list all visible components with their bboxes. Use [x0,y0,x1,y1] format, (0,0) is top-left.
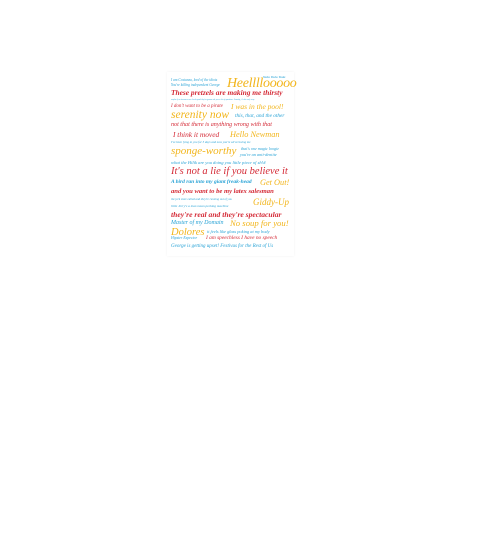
quote-glass-poking: it feels like glass poking at my body [207,229,270,234]
quote-dolores: Dolores [171,227,205,238]
quote-lying-three-days: I've been lying to you for 3 days and no… [171,140,251,144]
quote-nothing-wrong: not that there is anything wrong with th… [171,122,272,128]
quote-giddy-up: Giddy-Up [253,197,289,207]
quote-jerk-store: the jerk store called and they're runnin… [171,197,232,201]
quote-pecking-machine: little Jerry's a lean mean pecking machi… [171,204,229,208]
quote-serenity-now: serenity now [171,109,230,121]
quote-giant-freak-head: A bird ran into my giant freak-head [171,179,252,185]
quote-this-that-other: this, that, and the other [235,113,285,119]
quote-pretzels: These pretzels are making me thirsty [171,88,283,97]
quote-festivus: George is getting upset! Festivus for th… [171,244,274,249]
quote-magic-loogie: that's one magic loogie [241,146,280,151]
quote-master-domain: Master of my Domain [171,220,224,226]
quote-sponge-worthy: sponge-worthy [171,145,237,157]
quote-it-moved: I think it moved [173,130,220,139]
quote-not-a-lie: It's not a lie if you believe it [171,166,288,177]
quote-hello-newman: Hello Newman [230,130,280,139]
quote-pool: I was in the pool! [231,102,284,111]
quote-hello: Heellllooooo [227,76,297,91]
quote-pirate: I don't want to be a pirate [171,104,223,109]
quote-get-out: Get Out! [260,178,290,187]
quote-anti-dentite: you're an anti-dentite [240,152,277,157]
quote-hipster-expector: Hipster Expector [171,236,198,240]
quote-lord-of-idiots: I am Costanza, lord of the idiots [171,78,218,82]
quote-clock-speed: maybe if we increase our clock speed the… [171,99,255,101]
quote-independent-george: You're killing independent George [171,83,220,87]
quote-latex-salesman: and you want to be my latex salesman [171,188,274,195]
quote-no-soup: No soup for you! [230,218,289,228]
quote-speechless: I am speechless I have no speech [206,235,278,241]
quote-poster: Yada Yada Yada I am Costanza, lord of th… [167,72,297,256]
quote-real-spectacular: they're real and they're spectacular [171,210,282,219]
quote-little-piece: what the Hilik are you doing you little … [171,160,266,165]
quote-yada-yada: Yada Yada Yada [263,75,286,79]
